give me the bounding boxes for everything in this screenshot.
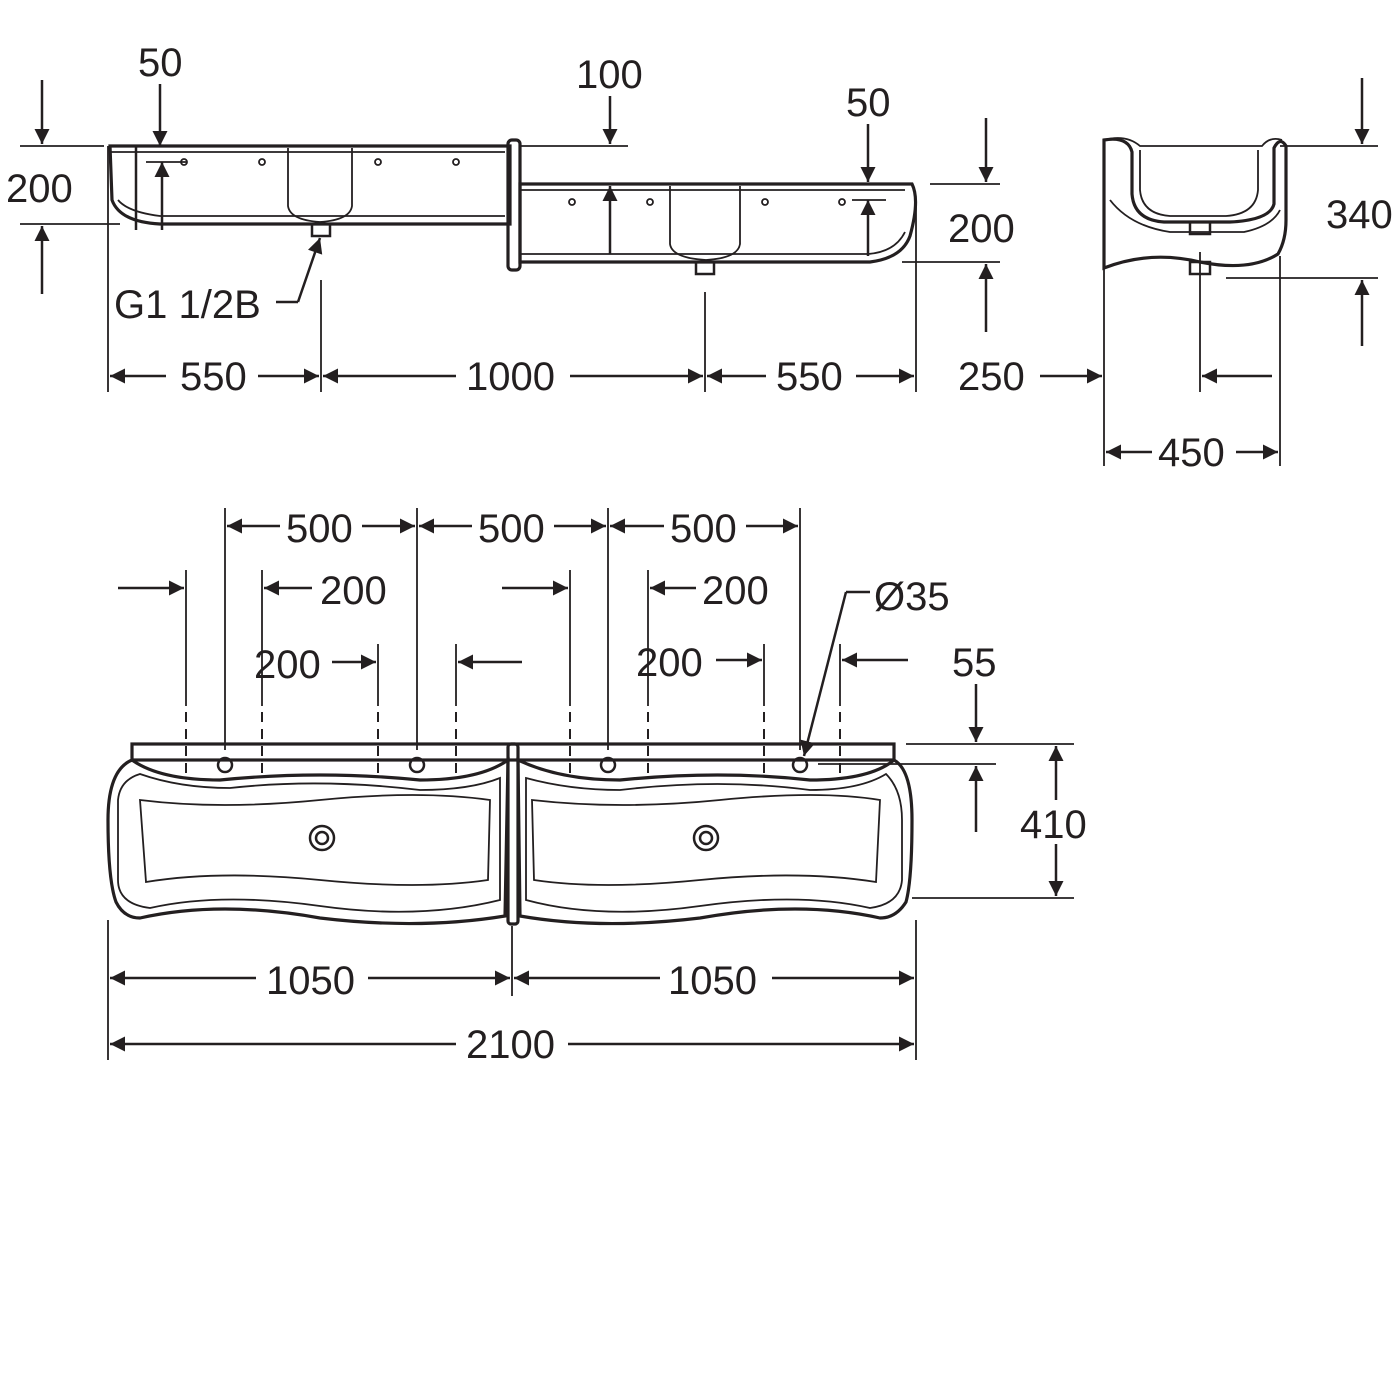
- left-trough-elevation: [108, 144, 512, 238]
- right-trough-elevation: [518, 182, 918, 276]
- tap-hole: [791, 756, 809, 774]
- back-shelf: [130, 742, 896, 762]
- front-view: 50 200 100 50 200 G1 1/2B: [6, 41, 1015, 399]
- dim-200-a: 200: [320, 569, 387, 613]
- dim-1000: 1000: [466, 355, 555, 399]
- dim-top-right-50: 50: [846, 81, 891, 125]
- dim-side-450: 450: [1158, 431, 1225, 475]
- dim-top-left-50: 50: [138, 41, 183, 85]
- dim-right-height-200: 200: [948, 207, 1015, 251]
- dim-200-c: 200: [702, 569, 769, 613]
- tap-hole: [216, 756, 234, 774]
- dim-side-250: 250: [958, 355, 1025, 399]
- dim-200-d: 200: [636, 641, 703, 685]
- tap-hole: [599, 756, 617, 774]
- dim-500-b: 500: [478, 507, 545, 551]
- dim-depth-410: 410: [1020, 803, 1087, 847]
- thread-label: G1 1/2B: [114, 283, 261, 327]
- dim-550-left: 550: [180, 355, 247, 399]
- dim-1050-left: 1050: [266, 959, 355, 1003]
- basin-divider: [506, 742, 520, 926]
- dim-side-340: 340: [1326, 193, 1393, 237]
- dim-200-b: 200: [254, 643, 321, 687]
- dim-500-c: 500: [670, 507, 737, 551]
- dim-55: 55: [952, 641, 997, 685]
- right-basin-plan: [516, 757, 914, 926]
- dim-left-height-200: 200: [6, 167, 73, 211]
- dim-top-100: 100: [576, 53, 643, 97]
- dim-1050-right: 1050: [668, 959, 757, 1003]
- dim-total-2100: 2100: [466, 1023, 555, 1067]
- left-basin-plan: [106, 756, 510, 926]
- tap-hole: [408, 756, 426, 774]
- side-view: 340 250 450: [958, 78, 1393, 475]
- dim-500-a: 500: [286, 507, 353, 551]
- dim-550-right: 550: [776, 355, 843, 399]
- hole-diameter-label: Ø35: [874, 575, 950, 619]
- plan-view: 500 500 500 200 200 200 200 Ø35 55: [106, 507, 1087, 1067]
